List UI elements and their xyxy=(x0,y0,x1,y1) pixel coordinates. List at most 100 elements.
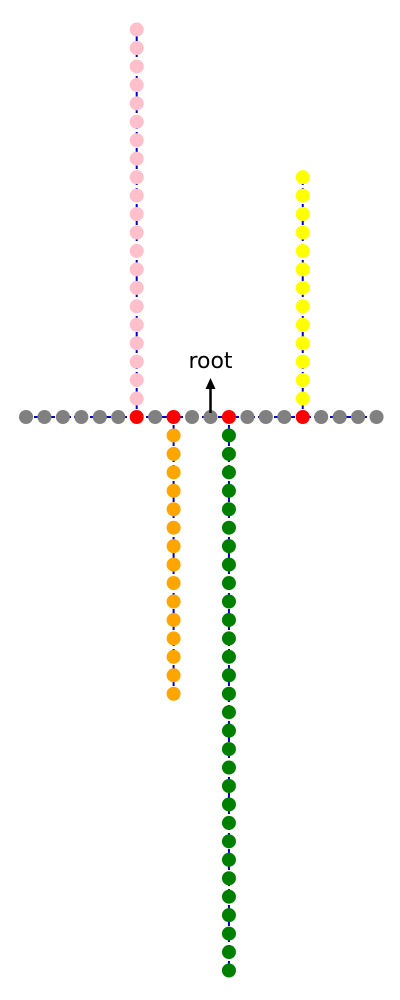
pink-branch-node xyxy=(129,262,144,277)
green-branch-node xyxy=(221,834,236,849)
green-branch-node xyxy=(221,576,236,591)
pink-branch-node xyxy=(129,391,144,406)
spine-node xyxy=(111,410,126,424)
pink-branch-node xyxy=(129,207,144,222)
spine-node xyxy=(74,410,89,424)
green-branch-node xyxy=(221,852,236,867)
junction-node xyxy=(129,410,144,424)
green-branch-node xyxy=(221,446,236,461)
spine-node xyxy=(185,410,200,424)
orange-branch-node xyxy=(166,686,181,701)
pink-branch-node xyxy=(129,41,144,55)
yellow-branch-node xyxy=(295,317,310,332)
spine-node xyxy=(37,410,52,424)
pink-branch-node xyxy=(129,170,144,185)
green-branch-node xyxy=(221,871,236,886)
green-branch-node xyxy=(221,483,236,498)
spine-node xyxy=(314,410,329,424)
orange-branch-node xyxy=(166,594,181,609)
green-branch-node xyxy=(221,945,236,960)
orange-branch-node xyxy=(166,631,181,646)
orange-branch-node xyxy=(166,483,181,498)
green-branch-node xyxy=(221,612,236,627)
pink-branch-node xyxy=(129,59,144,74)
pink-branch-node xyxy=(129,114,144,129)
green-branch-node xyxy=(221,705,236,720)
junction-node xyxy=(166,410,181,424)
pink-branch-node xyxy=(129,280,144,295)
orange-branch-node xyxy=(166,446,181,461)
yellow-branch-node xyxy=(295,262,310,277)
pink-branch-node xyxy=(129,151,144,166)
yellow-branch-node xyxy=(295,354,310,369)
spine-node xyxy=(369,410,384,424)
pink-branch-node xyxy=(129,354,144,369)
pink-branch-node xyxy=(129,133,144,148)
tree-nodes xyxy=(19,22,384,978)
orange-branch-node xyxy=(166,576,181,591)
orange-branch-node xyxy=(166,557,181,572)
spine-node xyxy=(332,410,347,424)
green-branch-node xyxy=(221,631,236,646)
spine-node xyxy=(148,410,163,424)
spine-node xyxy=(92,410,107,424)
green-branch-node xyxy=(221,779,236,793)
spine-node xyxy=(203,410,218,424)
root-label: root xyxy=(188,349,232,374)
root-arrow-head xyxy=(205,378,216,389)
tree-edges xyxy=(26,29,377,971)
green-branch-node xyxy=(221,465,236,480)
orange-branch-node xyxy=(166,428,181,443)
green-branch-node xyxy=(221,742,236,757)
green-branch-node xyxy=(221,520,236,535)
green-branch-node xyxy=(221,428,236,443)
orange-branch-node xyxy=(166,520,181,535)
yellow-branch-node xyxy=(295,336,310,351)
yellow-branch-node xyxy=(295,280,310,295)
green-branch-node xyxy=(221,686,236,701)
spine-node xyxy=(240,410,255,424)
junction-node xyxy=(221,410,236,424)
orange-branch-node xyxy=(166,539,181,554)
spine-node xyxy=(351,410,366,424)
pink-branch-node xyxy=(129,225,144,240)
yellow-branch-node xyxy=(295,373,310,388)
green-branch-node xyxy=(221,926,236,941)
yellow-branch-node xyxy=(295,243,310,258)
pink-branch-node xyxy=(129,373,144,388)
green-branch-node xyxy=(221,502,236,517)
green-branch-node xyxy=(221,963,236,978)
orange-branch-node xyxy=(166,668,181,683)
green-branch-node xyxy=(221,594,236,609)
orange-branch-node xyxy=(166,649,181,664)
yellow-branch-node xyxy=(295,299,310,314)
orange-branch-node xyxy=(166,612,181,627)
pink-branch-node xyxy=(129,96,144,111)
green-branch-node xyxy=(221,815,236,830)
orange-branch-node xyxy=(166,502,181,517)
pink-branch-node xyxy=(129,77,144,92)
pink-branch-node xyxy=(129,336,144,351)
pink-branch-node xyxy=(129,317,144,332)
yellow-branch-node xyxy=(295,170,310,185)
green-branch-node xyxy=(221,668,236,683)
junction-node xyxy=(295,410,310,424)
green-branch-node xyxy=(221,908,236,923)
green-branch-node xyxy=(221,889,236,904)
yellow-branch-node xyxy=(295,225,310,240)
yellow-branch-node xyxy=(295,391,310,406)
spine-node xyxy=(277,410,292,424)
orange-branch-node xyxy=(166,465,181,480)
pink-branch-node xyxy=(129,299,144,314)
pink-branch-node xyxy=(129,188,144,203)
green-branch-node xyxy=(221,557,236,572)
green-branch-node xyxy=(221,649,236,664)
spine-node xyxy=(19,410,33,424)
yellow-branch-node xyxy=(295,207,310,222)
green-branch-node xyxy=(221,797,236,812)
spine-node xyxy=(258,410,273,424)
green-branch-node xyxy=(221,723,236,738)
green-branch-node xyxy=(221,539,236,554)
spine-node xyxy=(55,410,70,424)
